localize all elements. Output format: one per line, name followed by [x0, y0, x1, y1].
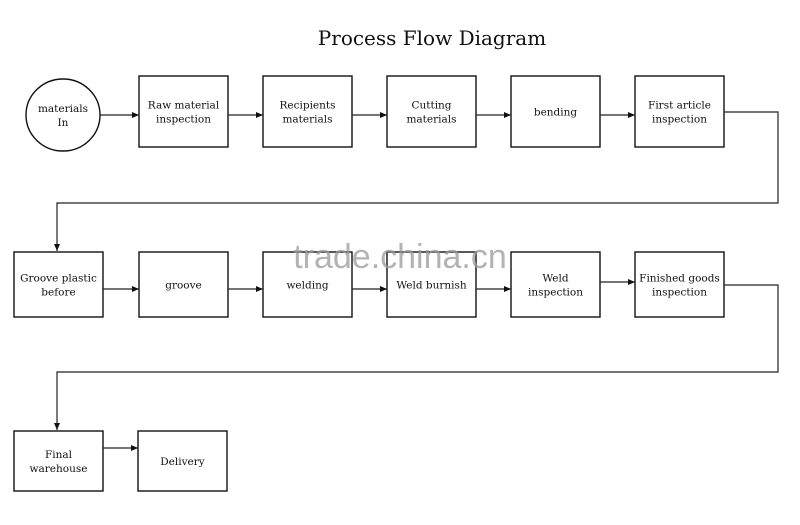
flow-node-groove-plastic-before: Groove plastic before — [13, 251, 104, 318]
process-box — [138, 75, 229, 148]
node-label: bending — [534, 107, 578, 119]
process-box — [262, 75, 353, 148]
process-box — [13, 430, 104, 492]
flow-node-first-article-inspection: First article inspection — [634, 75, 725, 148]
process-box — [386, 75, 477, 148]
diagram-title: Process Flow Diagram — [318, 26, 546, 50]
process-box — [510, 251, 601, 318]
node-label: materials — [38, 103, 88, 115]
node-label: Finished goods — [639, 273, 720, 285]
node-label: materials — [282, 114, 332, 126]
node-label: Groove plastic — [20, 273, 97, 285]
process-box — [138, 251, 229, 318]
node-label: Cutting — [411, 100, 451, 112]
process-box — [137, 430, 228, 492]
connector-row2-to-row3 — [54, 284, 779, 430]
node-label: Recipients — [279, 100, 335, 112]
process-box — [510, 75, 601, 148]
node-label: groove — [165, 280, 202, 292]
node-label: inspection — [652, 114, 707, 126]
node-label: In — [58, 117, 69, 129]
node-label: materials — [406, 114, 456, 126]
node-label: inspection — [528, 287, 583, 299]
process-box — [262, 251, 353, 318]
process-box — [634, 75, 725, 148]
flow-node-finished-goods-inspection: Finished goods inspection — [634, 251, 725, 318]
flow-node-raw-material-inspection: Raw material inspection — [138, 75, 229, 148]
node-label: before — [41, 287, 75, 299]
node-label: warehouse — [30, 463, 88, 475]
flow-node-groove: groove — [138, 251, 229, 318]
flow-node-cutting-materials: Cutting materials — [386, 75, 477, 148]
process-box — [13, 251, 104, 318]
flow-node-weld-inspection: Weld inspection — [510, 251, 601, 318]
flow-node-recipients-materials: Recipients materials — [262, 75, 353, 148]
node-label: Final — [45, 449, 73, 461]
flow-node-bending: bending — [510, 75, 601, 148]
connector-row1-to-row2 — [54, 111, 779, 251]
node-label: Weld — [542, 273, 569, 285]
flow-node-delivery: Delivery — [137, 430, 228, 492]
start-node-shape — [25, 78, 101, 152]
process-box — [634, 251, 725, 318]
node-label: Delivery — [160, 456, 205, 468]
flow-node-welding: welding — [262, 251, 353, 318]
node-label: First article — [648, 100, 711, 112]
node-label: Raw material — [148, 100, 220, 112]
node-label: inspection — [652, 287, 707, 299]
watermark: trade.china.cn — [293, 238, 507, 276]
node-label: inspection — [156, 114, 211, 126]
node-label: Weld burnish — [396, 280, 467, 292]
flow-node-final-warehouse: Final warehouse — [13, 430, 104, 492]
node-label: welding — [286, 280, 328, 292]
flow-node-weld-burnish: Weld burnish — [386, 251, 477, 318]
process-box — [386, 251, 477, 318]
